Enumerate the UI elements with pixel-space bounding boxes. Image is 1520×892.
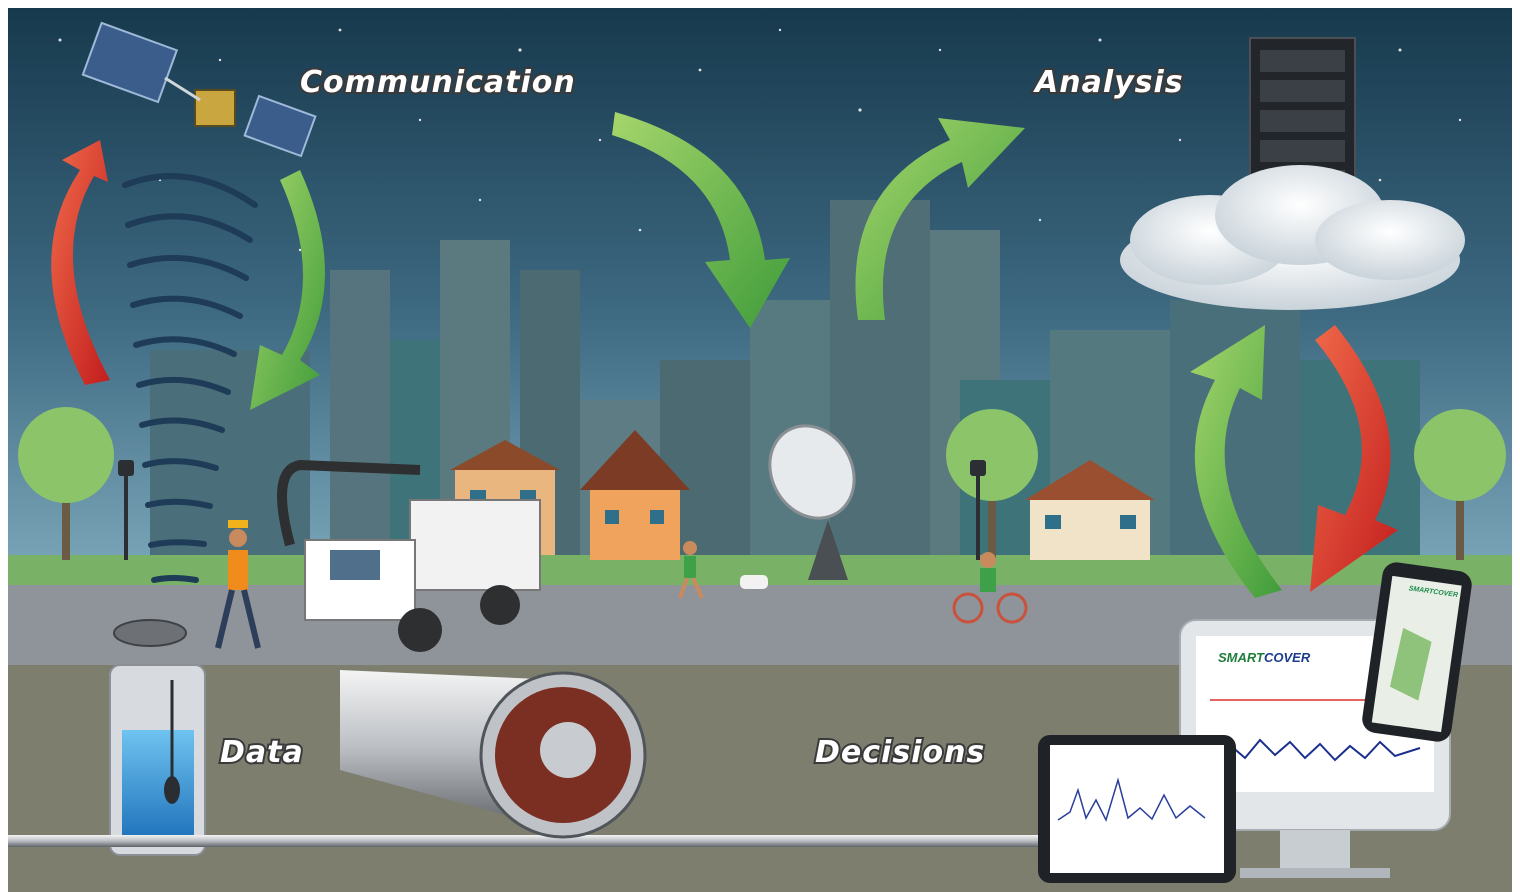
monitor-smartcover-logo: SMARTCOVER — [1218, 650, 1311, 665]
arrow-red-down-right — [1310, 325, 1398, 592]
arrow-green-down-left — [250, 170, 325, 410]
street-lamp-mid — [970, 460, 986, 560]
pipe-cross-section — [340, 670, 647, 839]
sensor-tank — [109, 664, 206, 856]
cyclist — [952, 552, 1028, 624]
arrow-red-up-left — [51, 140, 110, 385]
tablet — [1038, 735, 1236, 883]
house-2 — [580, 430, 690, 560]
street-lamp-left — [118, 460, 134, 560]
label-data: Data — [220, 735, 304, 770]
arrow-green-up-mid — [855, 118, 1025, 320]
signal-waves — [122, 173, 258, 583]
label-decisions: Decisions — [815, 735, 985, 770]
house-3 — [1025, 460, 1155, 560]
sewer-pipe — [8, 835, 1118, 847]
worker — [215, 520, 261, 649]
label-communication: Communication — [300, 65, 576, 100]
smartphone — [1362, 562, 1472, 742]
tree-left — [18, 407, 114, 560]
stars — [58, 28, 1462, 252]
desktop-monitor — [1179, 619, 1451, 878]
tree-mid — [946, 409, 1038, 560]
vacuum-truck — [277, 459, 541, 652]
satellite-dish — [768, 424, 856, 580]
arrow-green-up-right — [1190, 325, 1282, 598]
cloud — [1120, 165, 1465, 310]
tree-right — [1414, 409, 1506, 560]
manhole-cover — [113, 619, 187, 647]
arrow-green-down-mid — [612, 112, 790, 328]
pedestrian-with-dog — [678, 541, 768, 599]
satellite — [81, 21, 317, 158]
label-analysis: Analysis — [1033, 65, 1184, 100]
